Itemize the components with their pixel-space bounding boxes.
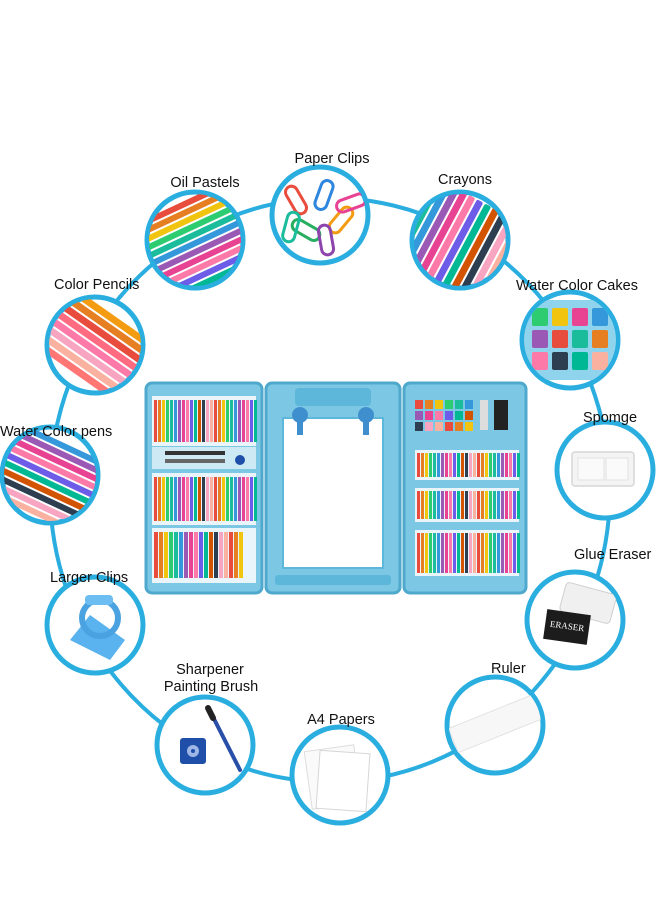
oil-pastels-photo	[144, 189, 246, 291]
label-painting-brush: Painting Brush	[163, 679, 259, 695]
label-a4-papers: A4 Papers	[307, 712, 375, 728]
label-water-color-cakes: Water Color Cakes	[516, 278, 638, 294]
paper-clips-photo	[269, 164, 371, 266]
water-color-cakes-photo	[519, 289, 621, 391]
sharpener-brush-photo	[154, 694, 256, 796]
label-oil-pastels: Oil Pastels	[170, 175, 240, 191]
larger-clips-photo	[44, 574, 146, 676]
ruler-photo	[444, 674, 546, 776]
sponge-photo	[554, 419, 656, 521]
label-sharpener: Sharpener	[176, 662, 244, 678]
label-spomge: Spomge	[583, 410, 638, 426]
color-pencils-photo	[44, 294, 146, 396]
label-ruler: Ruler	[491, 661, 526, 677]
label-color-pencils: Color Pencils	[54, 277, 140, 293]
label-water-color-pens: Water Color pens	[0, 424, 113, 440]
crayons-photo	[409, 189, 511, 291]
label-crayons: Crayons	[438, 172, 492, 188]
label-paper-clips: Paper Clips	[294, 151, 370, 167]
a4-papers-photo	[289, 724, 391, 826]
glue-eraser-photo: ERASER	[524, 569, 626, 671]
art-set-case	[144, 381, 528, 595]
label-glue-eraser: Glue Eraser	[574, 547, 652, 563]
eraser-label: ERASER	[549, 619, 585, 634]
water-color-pens-photo	[0, 424, 101, 526]
label-larger-clips: Larger Clips	[50, 570, 129, 586]
